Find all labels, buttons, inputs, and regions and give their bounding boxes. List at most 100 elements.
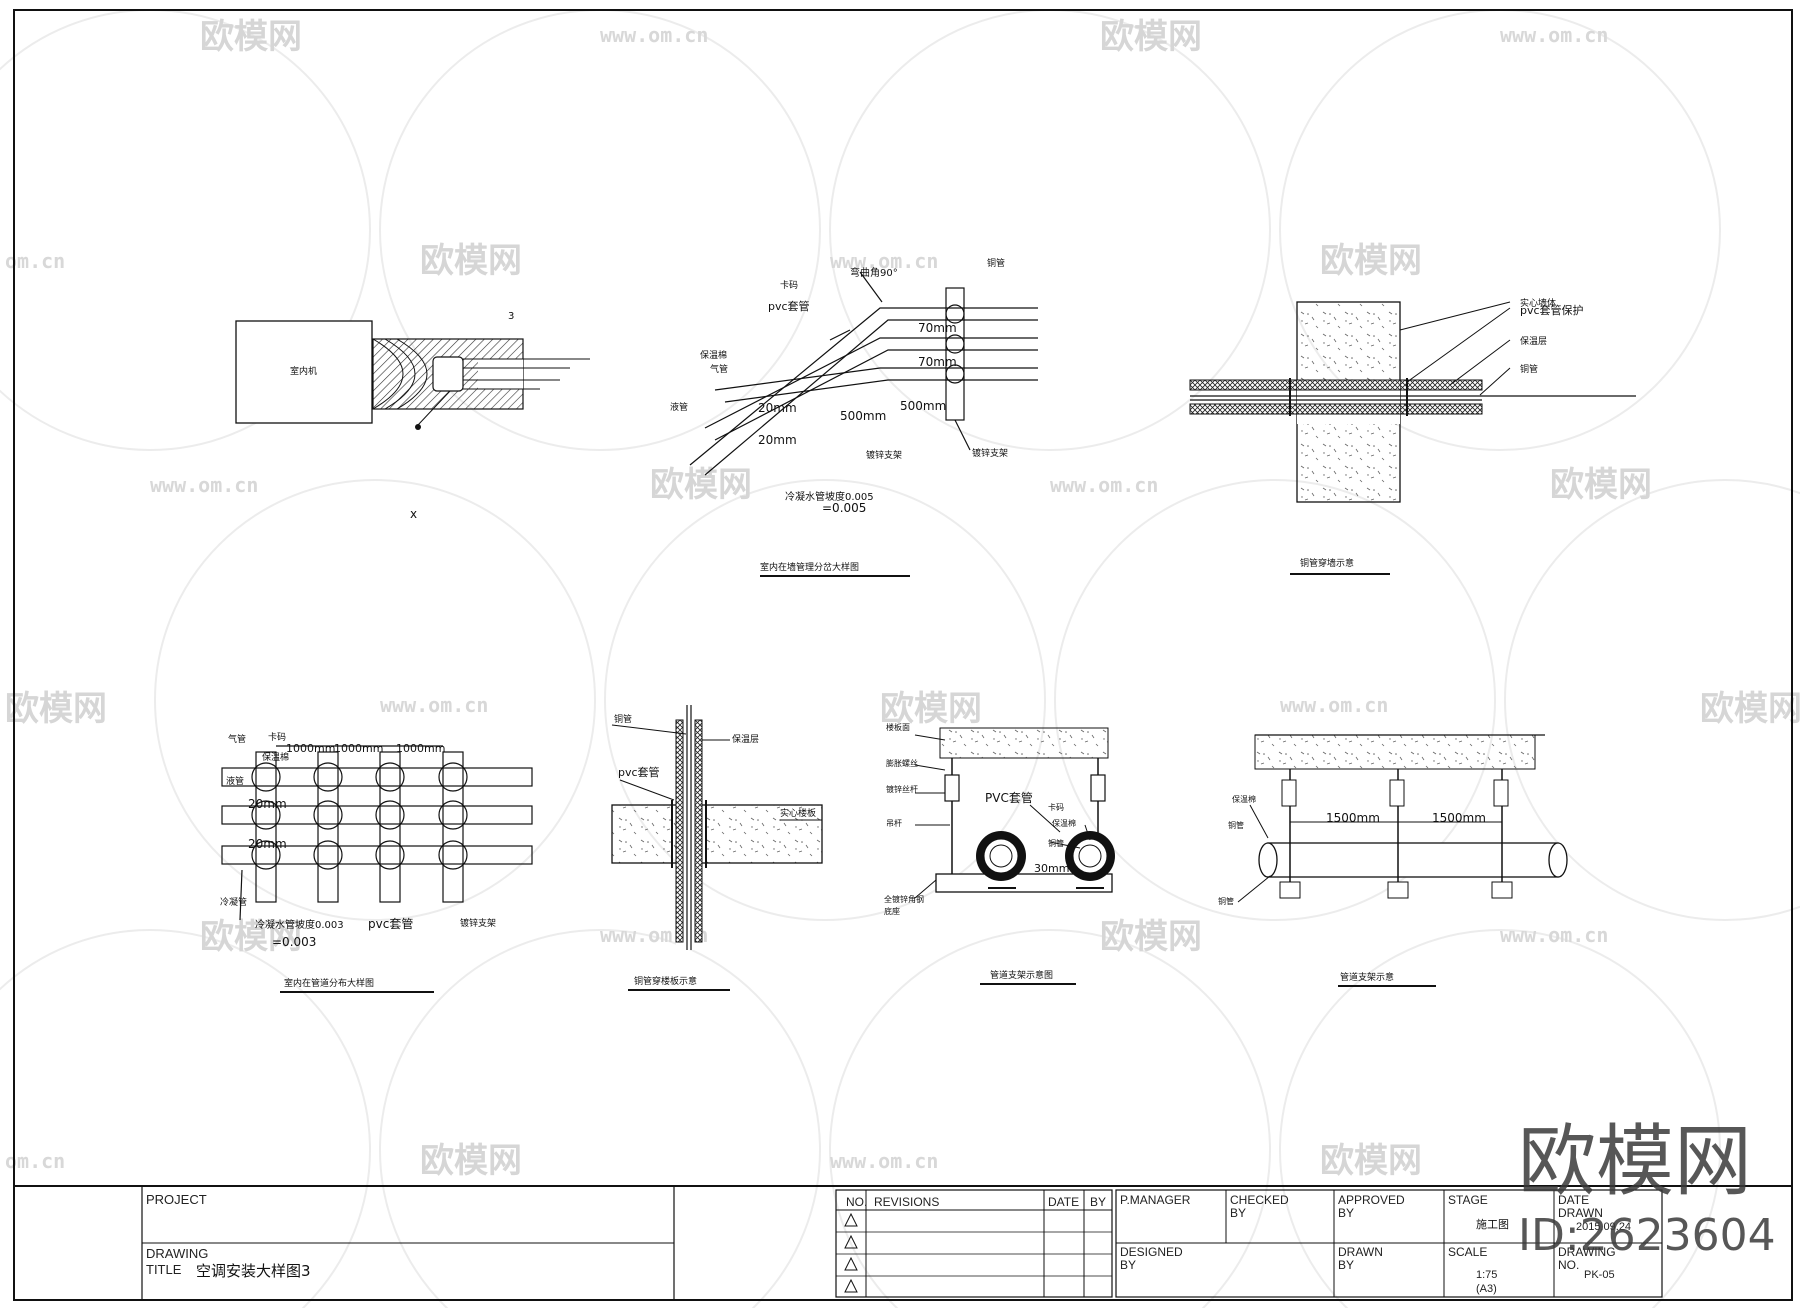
svg-text:欧模网: 欧模网 — [1518, 1117, 1752, 1207]
svg-text:PVC套管: PVC套管 — [985, 790, 1033, 805]
detail-6-support-section: 楼板面 膨胀螺丝 镀锌丝杆 吊杆 PVC套管 卡码 保温棉 铜管 30mm 全镀… — [884, 722, 1115, 985]
svg-text:欧模网: 欧模网 — [650, 465, 752, 505]
svg-text:pvc套管: pvc套管 — [618, 765, 660, 779]
watermark-text: 欧模网 www.om.cn 欧模网 www.om.cn om.cn 欧模网 ww… — [5, 17, 1800, 1181]
svg-text:70mm: 70mm — [918, 355, 957, 369]
svg-text:保温棉: 保温棉 — [700, 349, 727, 361]
detail-4-distribution — [221, 745, 533, 921]
svg-text:DRAWING: DRAWING — [146, 1246, 208, 1261]
svg-text:全镀锌角钢: 全镀锌角钢 — [884, 894, 924, 904]
detail-2-labels: 弯曲角90° 卡码 铜管 pvc套管 保温棉 气管 液管 70mm 70mm 2… — [670, 257, 1008, 577]
svg-text:欧模网: 欧模网 — [420, 1141, 522, 1181]
svg-text:(A3): (A3) — [1476, 1283, 1497, 1295]
dim-3: 3 — [508, 311, 514, 322]
svg-text:www.om.cn: www.om.cn — [830, 1149, 938, 1173]
svg-text:膨胀螺丝: 膨胀螺丝 — [886, 758, 918, 768]
brand-watermark: 欧模网 ID:2623604 — [1518, 1117, 1776, 1261]
svg-text:保温棉: 保温棉 — [1052, 818, 1076, 828]
svg-text:70mm: 70mm — [918, 321, 957, 335]
dim-x: x — [410, 507, 417, 521]
svg-text:BY: BY — [1230, 1206, 1246, 1220]
sheet-border — [13, 9, 1793, 1301]
title-block — [14, 1185, 1792, 1300]
svg-text:镀锌支架: 镀锌支架 — [460, 917, 496, 929]
svg-text:欧模网: 欧模网 — [1100, 917, 1202, 957]
svg-text:冷凝水管坡度0.003: 冷凝水管坡度0.003 — [255, 918, 344, 931]
svg-text:DESIGNED: DESIGNED — [1120, 1245, 1183, 1259]
svg-text:BY: BY — [1120, 1258, 1136, 1272]
svg-text:实心墙体: 实心墙体 — [1520, 297, 1556, 309]
svg-text:欧模网: 欧模网 — [200, 17, 302, 57]
svg-text:pvc套管: pvc套管 — [768, 299, 810, 313]
svg-text:www.om.cn: www.om.cn — [1500, 23, 1608, 47]
svg-text:www.om.cn: www.om.cn — [600, 23, 708, 47]
svg-text:铜管: 铜管 — [1520, 363, 1538, 375]
revision-markers — [844, 1212, 858, 1293]
svg-text:BY: BY — [1338, 1206, 1354, 1220]
detail-6-title: 管道支架示意图 — [990, 969, 1053, 981]
detail-7-support-elevation: 保温棉 铜管 铜管 1500mm 1500mm 管道支架示意 — [1218, 734, 1568, 987]
svg-text:吊杆: 吊杆 — [886, 818, 902, 828]
svg-text:铜管: 铜管 — [1048, 838, 1064, 848]
svg-text:SCALE: SCALE — [1448, 1245, 1487, 1259]
svg-text:1500mm: 1500mm — [1432, 811, 1486, 825]
svg-text:冷凝水管坡度0.005: 冷凝水管坡度0.005 — [785, 490, 874, 503]
detail-4-title: 室内在管道分布大样图 — [284, 977, 374, 989]
svg-text:镀锌丝杆: 镀锌丝杆 — [886, 784, 918, 794]
svg-text:DRAWN: DRAWN — [1338, 1245, 1383, 1259]
svg-text:施工图: 施工图 — [1476, 1218, 1509, 1231]
svg-text:20mm: 20mm — [758, 433, 797, 447]
svg-text:DATE: DATE — [1048, 1195, 1079, 1209]
svg-text:PROJECT: PROJECT — [146, 1192, 207, 1207]
svg-text:PK-05: PK-05 — [1584, 1269, 1615, 1281]
svg-text:铜管: 铜管 — [1218, 896, 1234, 906]
svg-text:30mm: 30mm — [1034, 862, 1069, 875]
svg-text:om.cn: om.cn — [5, 249, 65, 273]
detail-2-title: 室内在墙管理分岔大样图 — [760, 561, 859, 573]
detail-1-unit-connection: 室内机 3 x — [235, 311, 590, 521]
svg-text:NO.: NO. — [1558, 1258, 1579, 1272]
detail-4-labels: 卡码 气管 保温棉 液管 1000mm 1000mm 1000mm 20mm 2… — [220, 731, 496, 993]
svg-text:STAGE: STAGE — [1448, 1193, 1488, 1207]
detail-3-wall-penetration: 实心墙体 pvc套管保护 保温层 铜管 铜管穿墙示意 — [1189, 297, 1636, 575]
svg-text:1500mm: 1500mm — [1326, 811, 1380, 825]
svg-text:TITLE: TITLE — [146, 1262, 182, 1277]
svg-text:保温棉: 保温棉 — [1232, 794, 1256, 804]
svg-text:铜管: 铜管 — [614, 713, 632, 725]
svg-text:欧模网: 欧模网 — [1550, 465, 1652, 505]
svg-text:1000mm: 1000mm — [396, 742, 445, 755]
detail-3-title: 铜管穿墙示意 — [1300, 557, 1354, 569]
svg-text:1:75: 1:75 — [1476, 1269, 1497, 1281]
svg-text:铜管: 铜管 — [987, 257, 1005, 269]
svg-text:REVISIONS: REVISIONS — [874, 1195, 939, 1209]
svg-text:欧模网: 欧模网 — [420, 241, 522, 281]
svg-text:BY: BY — [1338, 1258, 1354, 1272]
svg-text:P.MANAGER: P.MANAGER — [1120, 1193, 1191, 1207]
title-block-text: PROJECT DRAWING TITLE 空调安装大样图3 NO. REVIS… — [146, 1192, 1631, 1295]
svg-text:DATE: DATE — [1558, 1193, 1589, 1207]
svg-text:pvc套管保护: pvc套管保护 — [1520, 303, 1584, 317]
svg-text:=0.005: =0.005 — [822, 501, 866, 515]
svg-text:BY: BY — [1090, 1195, 1106, 1209]
svg-text:pvc套管: pvc套管 — [368, 916, 413, 931]
svg-text:卡码: 卡码 — [780, 279, 798, 291]
svg-text:www.om.cn: www.om.cn — [150, 473, 258, 497]
svg-text:液管: 液管 — [226, 775, 244, 787]
svg-text:DRAWING: DRAWING — [1558, 1245, 1616, 1259]
svg-text:www.om.cn: www.om.cn — [1050, 473, 1158, 497]
svg-text:欧模网: 欧模网 — [1700, 689, 1800, 729]
svg-text:卡码: 卡码 — [268, 731, 286, 743]
svg-text:=0.003: =0.003 — [272, 935, 316, 949]
svg-text:保温层: 保温层 — [1520, 335, 1547, 347]
svg-text:欧模网: 欧模网 — [1320, 1141, 1422, 1181]
svg-text:欧模网: 欧模网 — [1100, 17, 1202, 57]
svg-text:20mm: 20mm — [758, 401, 797, 415]
svg-text:保温棉: 保温棉 — [262, 751, 289, 763]
detail-5-floor-penetration: 铜管 pvc套管 保温层 实心楼板 铜管穿楼板示意 — [611, 705, 823, 991]
drawing-title: 空调安装大样图3 — [196, 1262, 311, 1280]
svg-text:NO.: NO. — [846, 1195, 867, 1209]
svg-text:1000mm: 1000mm — [334, 742, 383, 755]
svg-text:楼板面: 楼板面 — [886, 722, 910, 732]
svg-text:镀锌支架: 镀锌支架 — [866, 449, 902, 461]
